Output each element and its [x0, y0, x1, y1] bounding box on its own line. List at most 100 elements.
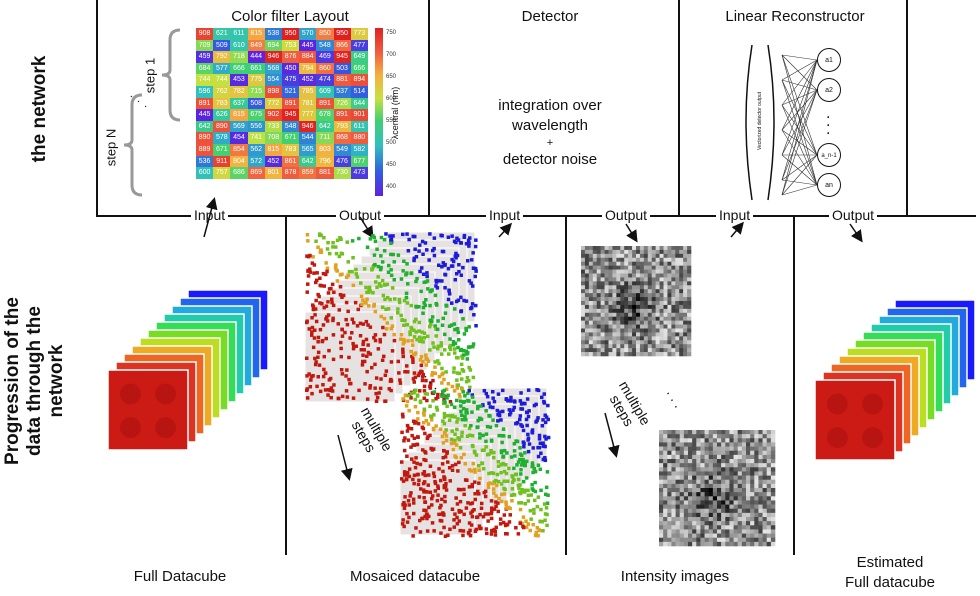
intensity-pixel — [604, 277, 609, 282]
filter-cell: 772 — [264, 97, 282, 110]
intensity-pixel — [643, 340, 649, 345]
filter-cell: 946 — [299, 120, 317, 133]
filter-cell: 744 — [196, 74, 214, 86]
intensity-pixel — [659, 332, 664, 337]
mosaic-pixel — [350, 317, 355, 321]
intensity-pixel — [647, 261, 653, 266]
mosaic-pixel — [457, 263, 461, 267]
intensity-pixel — [636, 273, 641, 278]
mosaic-pixel — [483, 512, 487, 516]
intensity-pixel — [636, 344, 641, 349]
intensity-pixel — [675, 467, 681, 472]
mosaic-pixel — [510, 487, 515, 491]
intensity-pixel — [741, 504, 747, 510]
mosaic-pixel — [449, 402, 454, 407]
mosaic-pixel — [367, 304, 371, 308]
mosaic-pixel — [470, 482, 474, 487]
mosaic-pixel — [452, 366, 456, 370]
mosaic-pixel — [530, 487, 534, 491]
mosaic-pixel — [442, 431, 447, 435]
intensity-pixel — [692, 475, 697, 481]
mosaic-pixel — [448, 479, 452, 483]
mosaic-pixel — [503, 469, 507, 474]
mosaic-pixel — [305, 290, 309, 294]
intensity-pixel — [712, 541, 718, 547]
filter-cell: 684 — [196, 62, 214, 75]
mosaic-pixel — [523, 451, 527, 455]
intensity-pixel — [632, 352, 637, 357]
intensity-pixel — [762, 496, 768, 501]
mosaic-pixel — [318, 389, 323, 394]
intensity-pixel — [741, 488, 747, 493]
intensity-pixel — [608, 352, 613, 357]
mosaic-pixel — [518, 457, 522, 462]
intensity-pixel — [596, 328, 601, 333]
intensity-pixel — [721, 521, 726, 526]
mosaic-pixel — [437, 361, 441, 366]
intensity-pixel — [766, 488, 772, 493]
intensity-pixel — [604, 336, 609, 341]
intensity-pixel — [588, 265, 594, 270]
intensity-pixel — [675, 430, 681, 435]
intensity-pixel — [746, 537, 751, 543]
intensity-pixel — [683, 273, 688, 278]
mosaic-pixel — [383, 283, 387, 287]
intensity-pixel — [758, 529, 763, 534]
intensity-pixel — [616, 273, 621, 278]
intensity-pixel — [696, 512, 701, 518]
mosaic-pixel — [412, 256, 416, 260]
output-label-3: Output — [829, 207, 878, 223]
mosaic-pixel — [361, 359, 365, 364]
intensity-pixel — [639, 348, 645, 353]
intensity-pixel — [700, 517, 705, 522]
intensity-pixel — [733, 488, 739, 493]
intensity-pixel — [659, 508, 664, 514]
mosaic-pixel — [414, 388, 418, 392]
mosaic-pixel — [401, 350, 405, 355]
intensity-pixel — [687, 261, 692, 266]
intensity-pixel — [675, 265, 680, 270]
filter-cell: 783 — [213, 97, 231, 110]
filter-cell: 783 — [281, 143, 300, 156]
intensity-pixel — [624, 289, 629, 294]
filter-cell: 794 — [299, 62, 317, 75]
mosaic-pixel — [416, 373, 421, 378]
mosaic-pixel — [501, 388, 505, 393]
intensity-pixel — [750, 475, 755, 481]
intensity-pixel — [647, 281, 653, 286]
mosaic-pixel — [509, 455, 514, 459]
mosaic-pixel — [422, 413, 426, 417]
mosaic-pixel — [453, 307, 457, 311]
intensity-pixel — [725, 434, 730, 439]
intensity-pixel — [700, 537, 705, 543]
mosaic-pixel — [508, 410, 513, 415]
intensity-pixel — [712, 467, 718, 472]
intensity-pixel — [581, 261, 586, 266]
mosaic-pixel — [522, 445, 526, 449]
intensity-pixel — [584, 285, 590, 290]
intensity-pixel — [679, 517, 685, 522]
mosaic-pixel — [317, 294, 321, 299]
intensity-pixel — [632, 340, 637, 345]
mosaic-pixel — [432, 253, 437, 258]
filter-cell: 950 — [281, 28, 300, 40]
mosaic-pixel — [322, 354, 326, 359]
mosaic-pixel — [451, 447, 456, 452]
mosaic-pixel — [481, 433, 485, 438]
intensity-pixel — [721, 496, 726, 501]
intensity-pixel — [725, 479, 730, 485]
intensity-pixel — [762, 500, 768, 505]
intensity-pixel — [588, 301, 594, 306]
mosaic-pixel — [457, 392, 462, 397]
intensity-pixel — [659, 348, 664, 353]
intensity-pixel — [675, 277, 680, 282]
intensity-pixel — [663, 475, 668, 481]
mosaic-pixel — [321, 374, 326, 379]
intensity-pixel — [655, 265, 660, 270]
intensity-pixel — [651, 289, 656, 294]
intensity-pixel — [758, 475, 763, 481]
intensity-pixel — [671, 537, 676, 543]
mosaic-pixel — [455, 420, 459, 424]
mosaic-pixel — [414, 317, 418, 322]
intensity-pixel — [659, 312, 664, 318]
